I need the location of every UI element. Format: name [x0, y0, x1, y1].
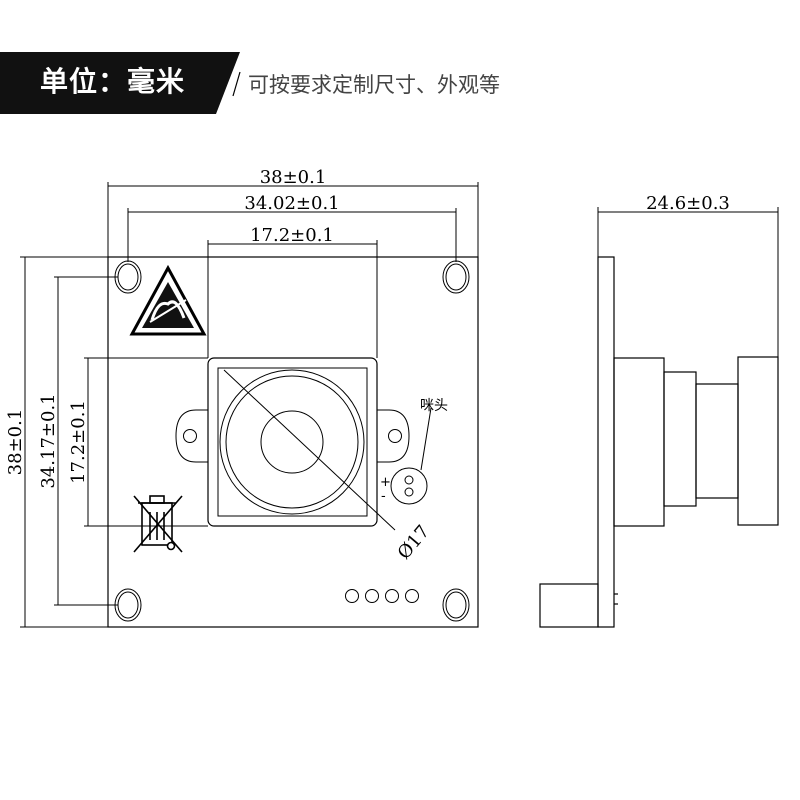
dim-lens-holder-width: 17.2±0.1 [250, 225, 334, 246]
side-pcb [597, 256, 615, 628]
diameter-leader [223, 369, 396, 531]
dim-hole-spacing-x: 34.02±0.1 [244, 193, 339, 214]
dim-hole-spacing-y: 34.17±0.1 [38, 393, 59, 488]
lens-holder-outer [207, 357, 378, 527]
unit-label: 单位：毫米 [40, 65, 186, 98]
dim-lens-holder-height: 17.2±0.1 [68, 400, 89, 484]
side-lens-barrel [663, 371, 697, 507]
mounting-hole-bottom-right [442, 588, 470, 622]
mic-outline [390, 467, 428, 505]
dim-lens-diameter: Ø17 [394, 521, 434, 563]
weee-bin-icon [133, 495, 183, 553]
lens-glass [260, 410, 324, 474]
lens-ear-left [175, 409, 208, 463]
side-view [539, 256, 779, 628]
dim-board-height: 38±0.1 [5, 409, 26, 476]
side-lens-holder [613, 357, 665, 527]
mic-leader [420, 407, 432, 471]
customization-note: 可按要求定制尺寸、外观等 [248, 73, 500, 97]
ear-hole-right [388, 429, 402, 443]
esd-warning-icon [129, 264, 207, 336]
mic-minus-label: - [381, 489, 386, 504]
lens-ear-right [377, 409, 410, 463]
side-lens-cap [737, 356, 779, 526]
unit-banner [0, 52, 240, 114]
mic-plus-label: + [380, 475, 391, 490]
dim-board-width: 38±0.1 [260, 167, 327, 188]
mic-label: 咪头 [420, 398, 448, 414]
ear-hole-left [183, 429, 197, 443]
lens-outer-ring [219, 369, 365, 515]
dim-side-depth: 24.6±0.3 [646, 193, 730, 214]
mounting-hole-bottom-left [114, 588, 142, 622]
side-lens-body [695, 383, 739, 499]
connector-pads [345, 589, 419, 603]
mounting-hole-top-left [114, 260, 142, 294]
lens-holder-inner [217, 367, 368, 517]
pcb-board [107, 256, 479, 628]
mounting-hole-top-right [442, 260, 470, 294]
side-connector [539, 583, 599, 628]
